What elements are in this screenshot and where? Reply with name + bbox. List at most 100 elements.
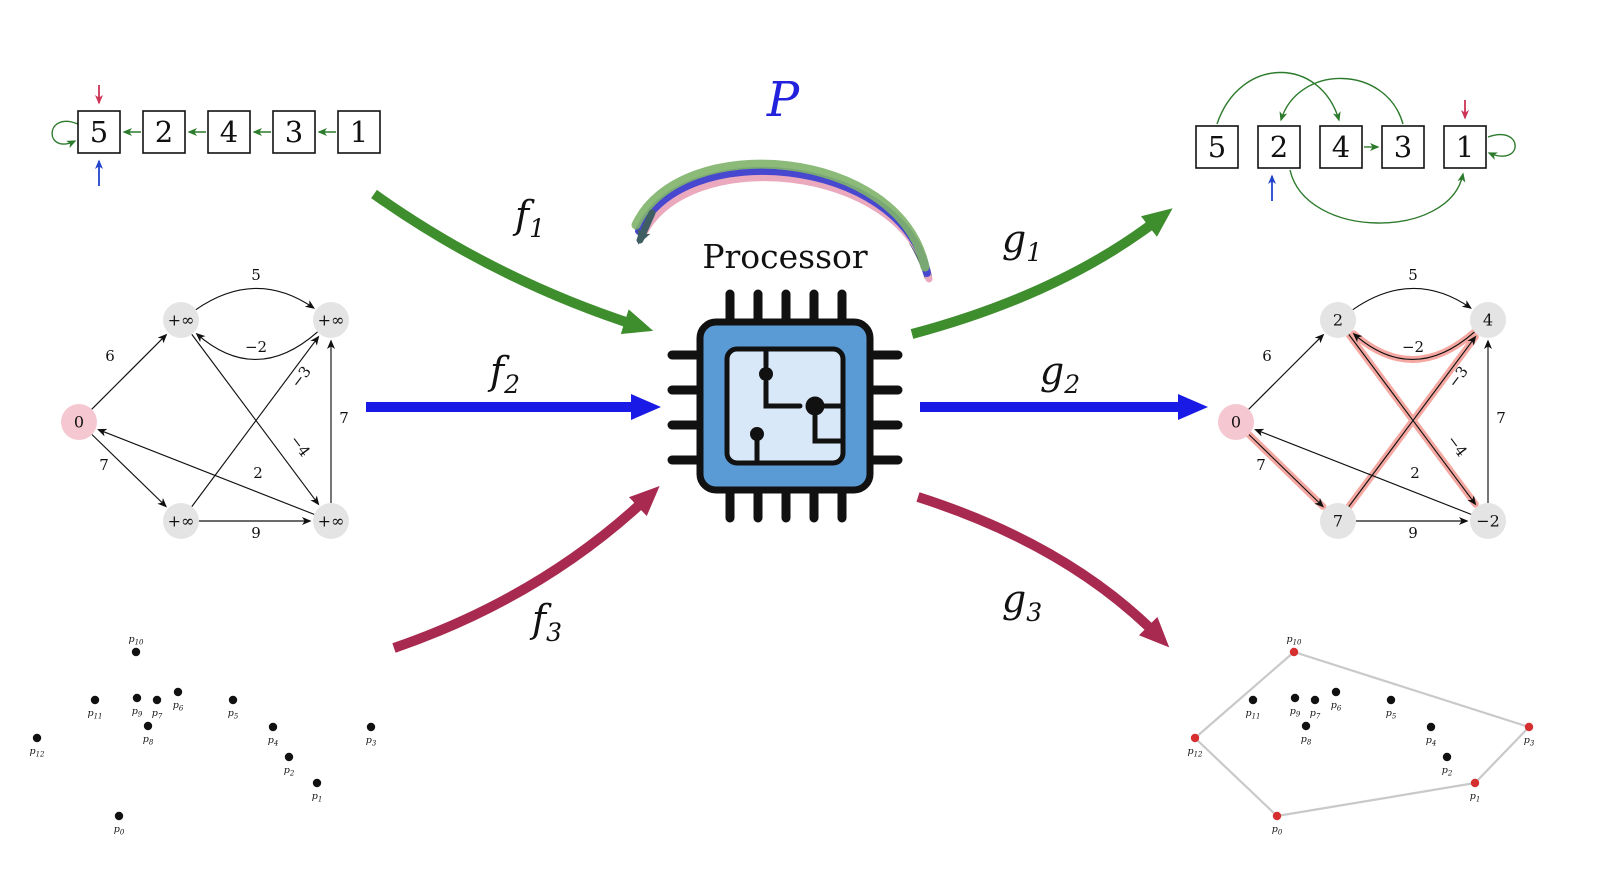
p6-point [173, 687, 183, 697]
graph-node-value-x: +∞ [318, 311, 345, 330]
linked-list-input: 5 2 4 3 1 [51, 85, 381, 186]
p0-label: p0 [114, 824, 125, 837]
p6-label: p6 [1331, 700, 1342, 713]
g1-arrow [910, 208, 1173, 339]
graph-node-t [163, 302, 199, 338]
edge-t-z [191, 334, 320, 506]
list-cell-value: 3 [285, 115, 303, 149]
processor-title: Processor [702, 237, 868, 276]
edge-t-x [195, 287, 315, 311]
edge-s-t [1248, 333, 1325, 410]
g2-label-main: g [1040, 349, 1064, 393]
p10-label: p10 [128, 634, 144, 647]
f1-label-sub: 1 [529, 214, 545, 243]
p11-label: p11 [1245, 708, 1260, 721]
graph-node-value-x: 4 [1483, 311, 1493, 330]
edge-weight-z-x: 7 [1496, 409, 1506, 427]
arc-green-layer [631, 159, 930, 272]
p2-point [284, 752, 294, 762]
graph-node-z [1470, 503, 1506, 539]
p8-label: p8 [143, 734, 154, 747]
list-cell [1257, 125, 1301, 169]
p6-point [1331, 687, 1341, 697]
f1-label: f1 [512, 193, 545, 243]
list-cell-value: 4 [1332, 130, 1350, 164]
g1-label-sub: 1 [1026, 238, 1042, 267]
edge-weight-s-y: 7 [99, 456, 109, 474]
p3-label: p3 [366, 735, 377, 748]
graph-node-value-y: +∞ [168, 512, 195, 531]
chip-trace [812, 413, 846, 444]
edge-y-x [1348, 335, 1477, 507]
p2-label: p2 [284, 765, 295, 778]
convex-hull-outline [1193, 650, 1531, 818]
graph-node-value-s: 0 [74, 413, 84, 432]
sorted-link-arc-icon [1279, 77, 1404, 125]
list-cell-value: 2 [155, 115, 173, 149]
list-cell [207, 110, 251, 154]
list-cell-value: 1 [1456, 130, 1474, 164]
p10-label: p10 [1286, 634, 1302, 647]
p1-label: p1 [312, 791, 323, 804]
chip-trace [763, 379, 803, 409]
edge-weight-z-s: 2 [253, 464, 263, 482]
p10-point [1289, 647, 1299, 657]
chip-pins-left [667, 350, 707, 465]
f3-arrow [392, 486, 660, 653]
chip-node-dot [759, 367, 773, 381]
edge-s-t [91, 333, 168, 410]
p0-label: p0 [1272, 824, 1283, 837]
p-label: P [766, 72, 800, 128]
p4-label: p4 [268, 735, 279, 748]
p12-label: p12 [1187, 746, 1203, 759]
list-cell [337, 110, 381, 154]
edge-weight-t-z: −4 [286, 432, 314, 461]
edge-weight-s-y: 7 [1256, 456, 1266, 474]
processor-chip-icon [667, 289, 903, 523]
p9-point [1290, 693, 1300, 703]
g2-label: g2 [1040, 349, 1080, 399]
edge-s-y [91, 434, 167, 508]
list-cell-value: 3 [1394, 130, 1412, 164]
p9-label: p9 [132, 706, 143, 719]
edge-weight-t-x: 5 [1408, 266, 1418, 284]
list-cell [1443, 125, 1487, 169]
list-cell-value: 2 [1270, 130, 1288, 164]
list-cell [77, 110, 121, 154]
p4-label: p4 [1426, 735, 1437, 748]
g3-arrow [916, 492, 1170, 648]
p-loop-arc [631, 159, 933, 283]
p2-label: p2 [1442, 765, 1453, 778]
p5-point [1386, 695, 1396, 705]
edge-weight-y-x: −3 [287, 363, 315, 392]
graph-node-x [313, 302, 349, 338]
f3-label-sub: 3 [546, 618, 562, 647]
p4-point [268, 722, 278, 732]
arc-arrowhead-icon [636, 209, 656, 245]
graph-node-value-y: 7 [1333, 512, 1343, 531]
p5-label: p5 [1386, 708, 1397, 721]
graph-node-value-z: +∞ [318, 512, 345, 531]
p10-point [131, 647, 141, 657]
p11-label: p11 [87, 708, 102, 721]
edge-weight-y-x: −3 [1444, 363, 1472, 392]
p3-point [1524, 722, 1534, 732]
p2-point [1442, 752, 1452, 762]
list-cell-value: 5 [90, 115, 108, 149]
p12-label: p12 [29, 746, 45, 759]
g1-label: g1 [1002, 217, 1042, 267]
sorted-link-arc-icon [1289, 169, 1466, 224]
p7-point [152, 695, 162, 705]
list-cell-value: 1 [350, 115, 368, 149]
list-cell [142, 110, 186, 154]
graph-node-y [1320, 503, 1356, 539]
p9-label: p9 [1290, 706, 1301, 719]
list-cell-value: 4 [220, 115, 238, 149]
graph-node-z [313, 503, 349, 539]
edge-weight-y-z: 9 [251, 524, 261, 542]
edge-weight-t-z: −4 [1443, 432, 1471, 461]
g3-label: g3 [1002, 577, 1042, 627]
